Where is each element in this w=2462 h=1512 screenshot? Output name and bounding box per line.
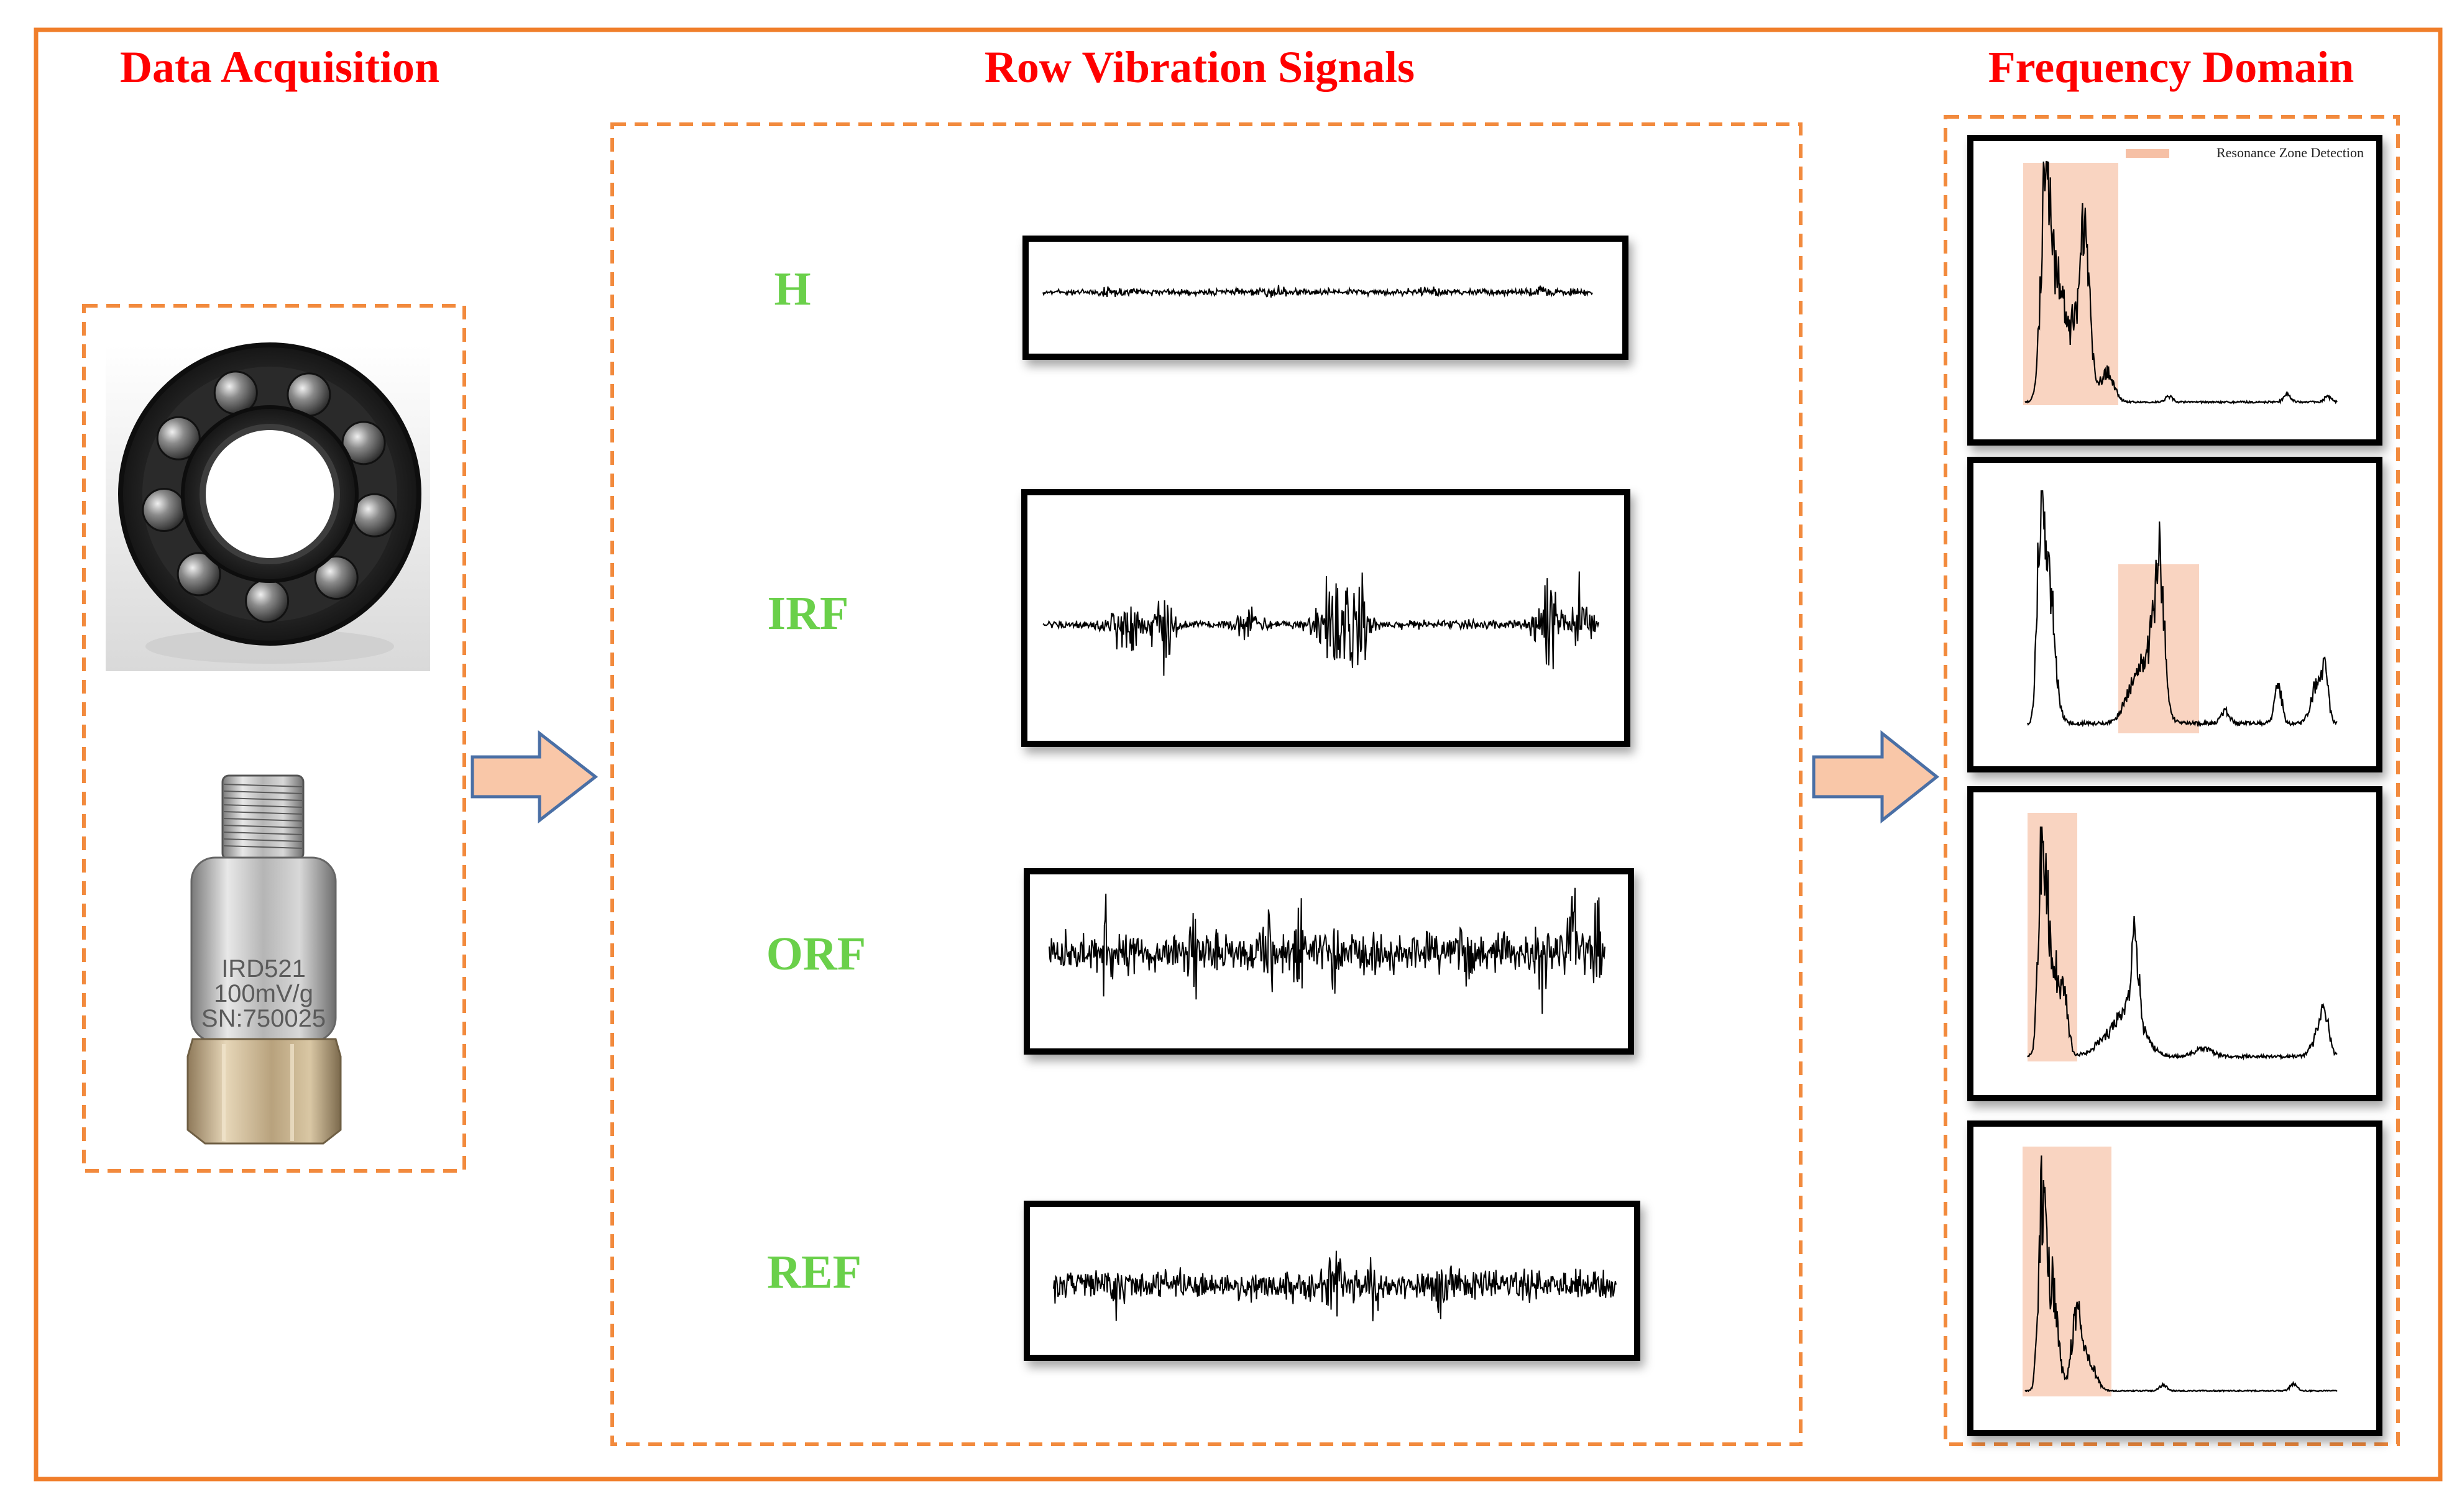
spectrum-trace-orf [2027, 826, 2338, 1061]
spectrum-plot-orf [1967, 786, 2382, 1101]
outer-frame [34, 27, 2443, 1482]
bearing-ball [177, 552, 221, 597]
thread-line [223, 797, 303, 801]
bearing-ball [245, 579, 290, 623]
sensor-sensitivity: 100mV/g [214, 980, 313, 1007]
thread-line [223, 818, 303, 822]
spectrum-trace-ref [2024, 1155, 2338, 1393]
bearing-ball [314, 556, 359, 600]
signal-plot-orf [1024, 868, 1634, 1055]
signal-plot-ref [1024, 1201, 1640, 1361]
signal-label-irf: IRF [768, 587, 849, 639]
waveform-h [1042, 285, 1593, 298]
signal-plot-irf [1021, 489, 1630, 747]
spectrum-plot-h: Resonance Zone Detection [1967, 135, 2382, 446]
sensor-serial: SN:750025 [201, 1005, 326, 1032]
waveform-irf [1042, 571, 1599, 676]
spectrum-trace-irf [2026, 490, 2338, 728]
bearing-ball [156, 416, 201, 460]
thread-line [223, 804, 303, 808]
waveform-orf [1049, 887, 1605, 1014]
resonance-zone-h [2023, 163, 2118, 405]
arrow-to-frequency [1812, 730, 1940, 824]
frequency-panel [1944, 115, 2400, 1446]
thread-line [223, 832, 303, 835]
spectrum-trace-h [2024, 160, 2338, 405]
signal-label-h: H [774, 263, 811, 315]
accelerometer-sensor-image: IRD521 100mV/g SN:750025 [186, 774, 342, 1145]
bearing-ball [142, 488, 186, 533]
signals-panel [610, 122, 1803, 1446]
frequency-title: Frequency Domain [1988, 42, 2354, 92]
resonance-zone-irf [2118, 564, 2199, 733]
spectrum-plot-ref [1967, 1120, 2382, 1436]
arrow-to-signals [471, 730, 599, 824]
ball-bearing-image [106, 342, 430, 671]
signal-plot-h [1022, 236, 1628, 360]
signal-label-orf: ORF [766, 928, 866, 980]
signal-label-ref: REF [767, 1246, 861, 1298]
thread-line [223, 784, 303, 787]
bearing-ball [341, 421, 386, 465]
acquisition-title: Data Acquisition [120, 42, 439, 92]
thread-line [223, 838, 303, 842]
spectrum-plot-irf [1967, 457, 2382, 772]
acquisition-panel [82, 304, 466, 1173]
thread-line [223, 790, 303, 794]
resonance-zone-ref [2023, 1147, 2111, 1396]
legend-label: Resonance Zone Detection [2216, 145, 2364, 160]
waveform-ref [1053, 1250, 1617, 1322]
sensor-model: IRD521 [221, 955, 306, 983]
thread-line [223, 825, 303, 828]
thread-line [223, 845, 303, 849]
signals-title: Row Vibration Signals [985, 42, 1415, 92]
thread-line [223, 811, 303, 815]
bearing-ball [352, 493, 397, 538]
legend-swatch [2126, 149, 2169, 158]
